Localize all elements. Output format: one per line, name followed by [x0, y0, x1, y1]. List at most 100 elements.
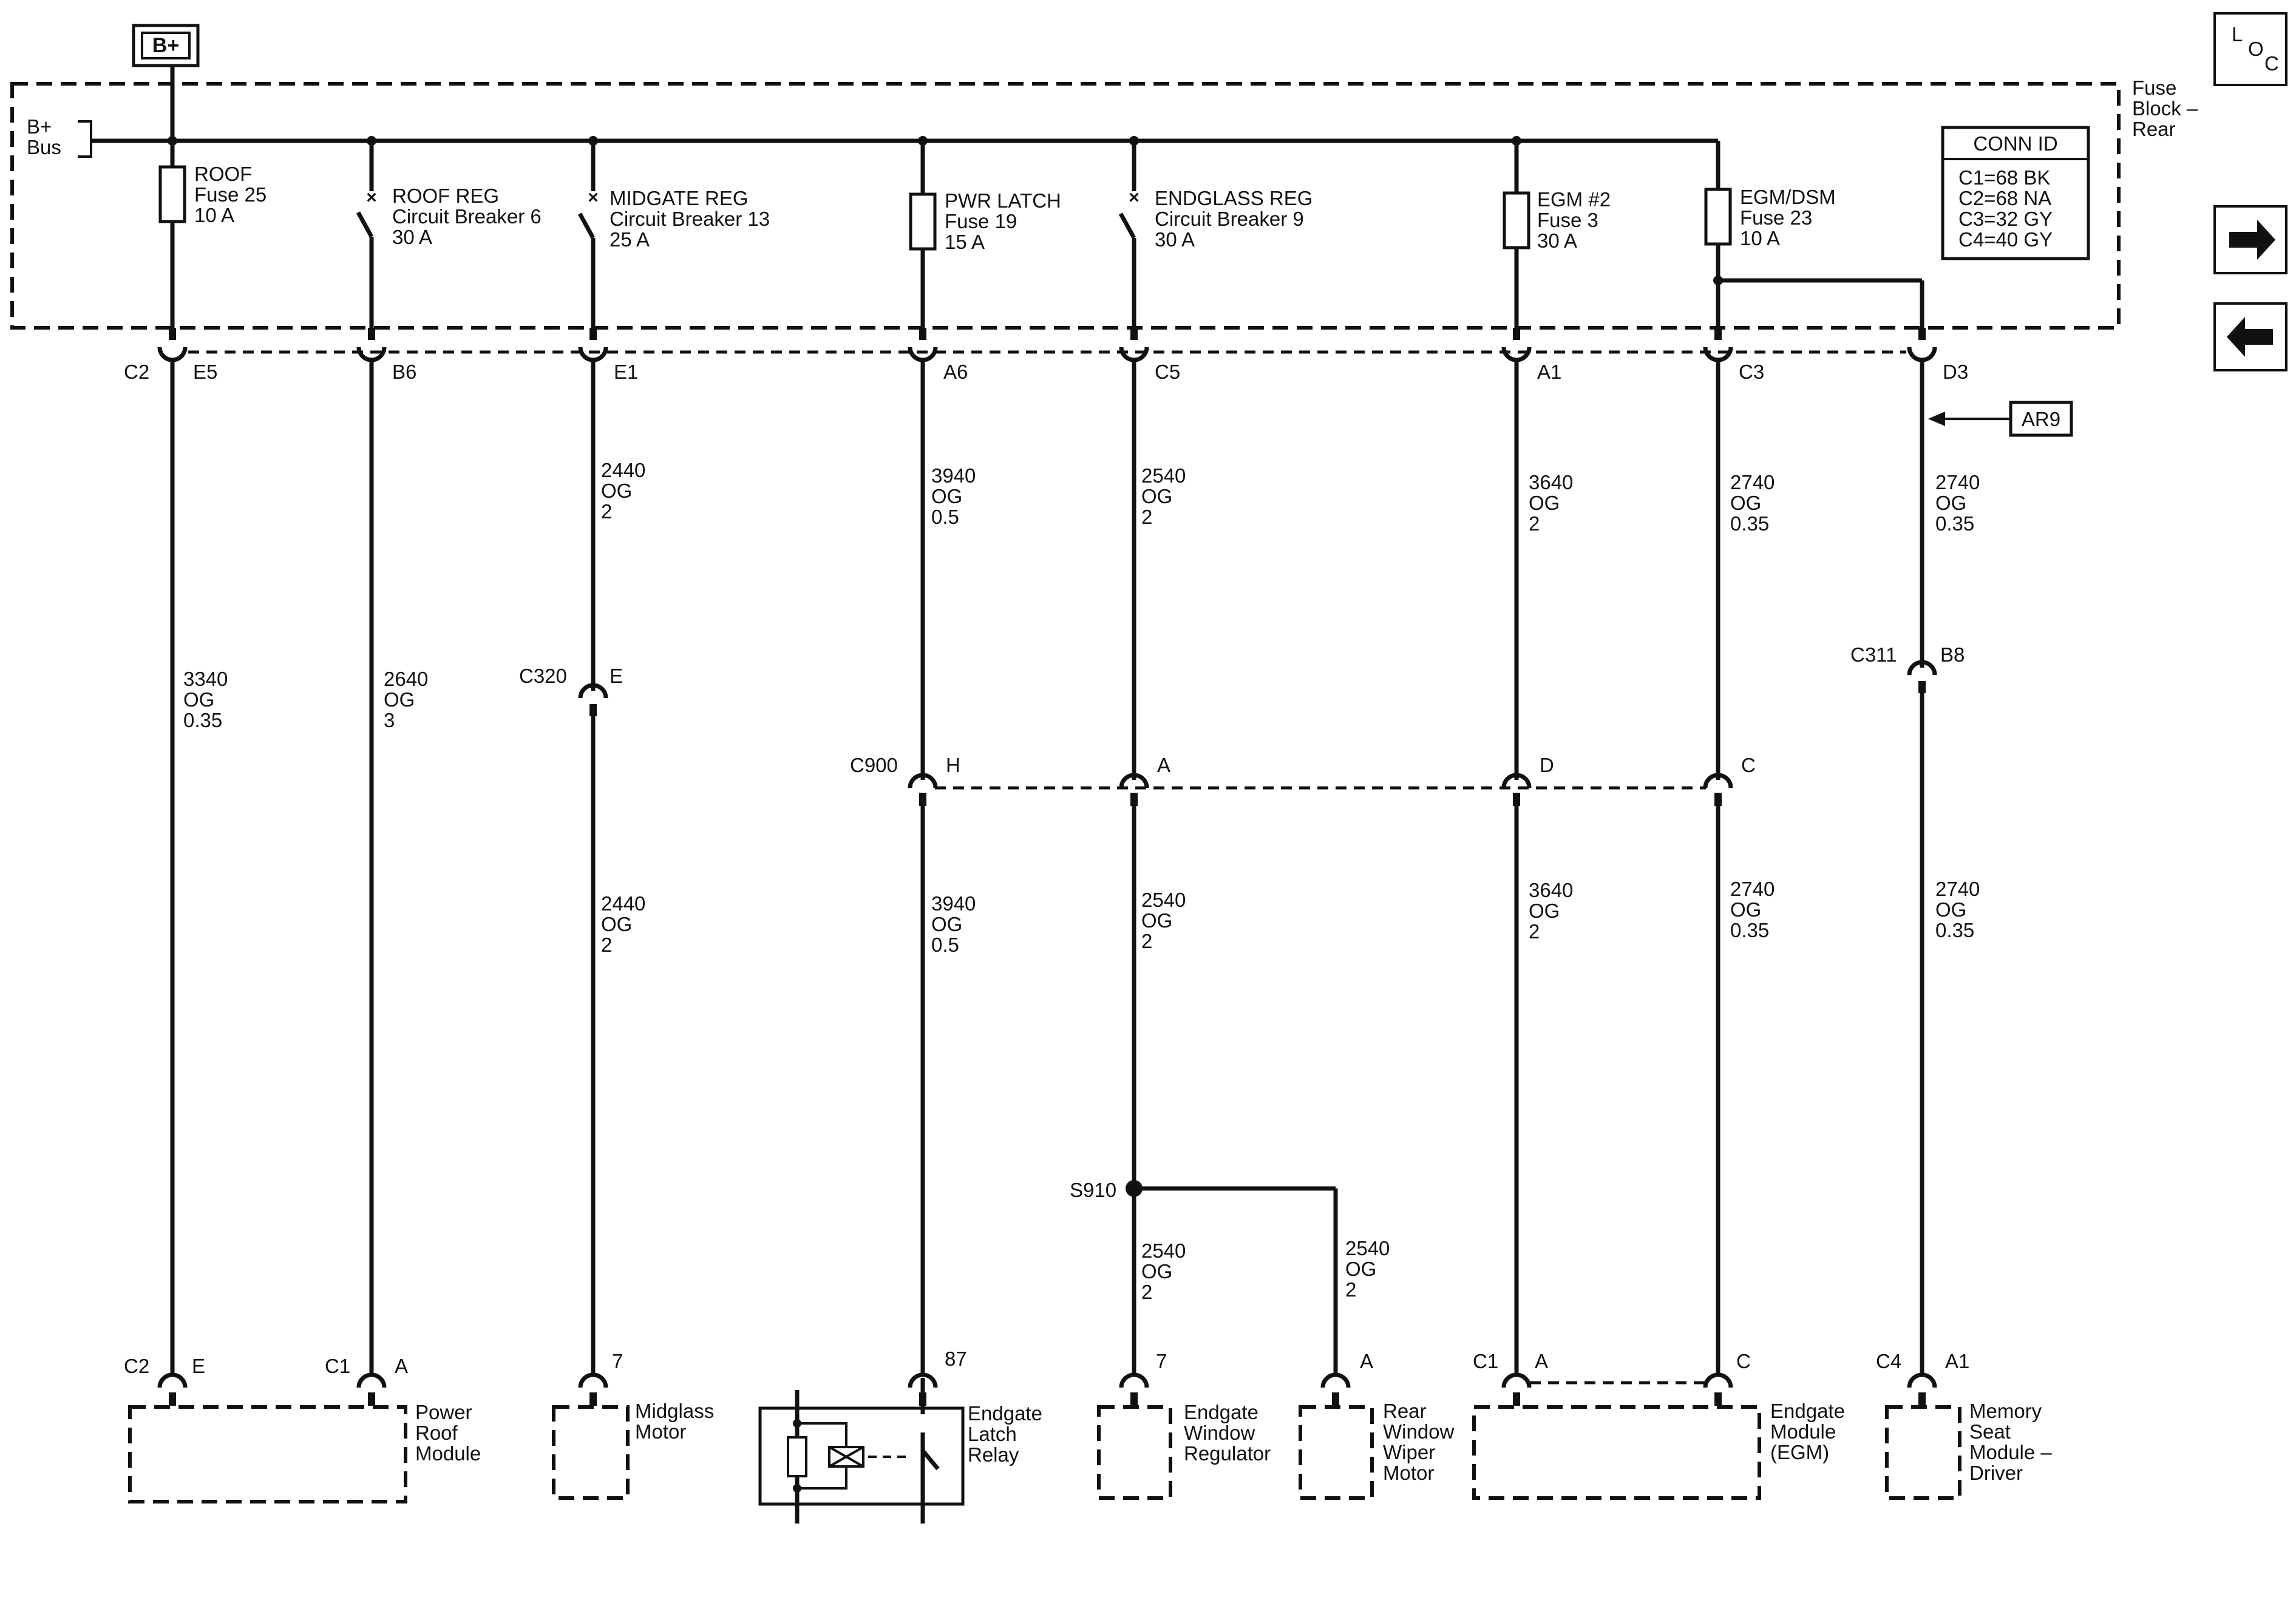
fuse-block-pin-label: B6 — [392, 361, 416, 383]
fuse-block-pin-label: A1 — [1537, 361, 1561, 383]
breaker-roof-reg: × ROOF REG Circuit Breaker 6 30 A — [356, 141, 542, 328]
svg-text:C1: C1 — [1473, 1350, 1498, 1372]
svg-text:2440: 2440 — [601, 892, 645, 915]
svg-text:B8: B8 — [1940, 643, 1965, 666]
svg-text:Latch: Latch — [968, 1423, 1017, 1445]
next-page-button[interactable] — [2213, 205, 2288, 274]
fuse-block-pin-label: E1 — [614, 361, 638, 383]
conn-id-row-1: C1=68 BK — [1958, 166, 2050, 189]
svg-text:ROOF REG: ROOF REG — [392, 185, 499, 207]
svg-text:Circuit Breaker 13: Circuit Breaker 13 — [610, 208, 770, 230]
svg-text:OG: OG — [1345, 1258, 1376, 1280]
svg-text:S910: S910 — [1070, 1179, 1116, 1201]
svg-text:Fuse 3: Fuse 3 — [1537, 209, 1598, 231]
fuse-block-pin-socket — [1907, 347, 1937, 362]
svg-text:×: × — [588, 188, 599, 208]
svg-text:Fuse: Fuse — [2132, 76, 2176, 99]
svg-text:Rear: Rear — [2132, 118, 2176, 140]
svg-text:OG: OG — [601, 913, 632, 935]
svg-text:MIDGATE REG: MIDGATE REG — [610, 187, 749, 209]
svg-text:A1: A1 — [1945, 1350, 1969, 1372]
bus-label: B+ Bus — [27, 115, 92, 158]
svg-text:Midglass: Midglass — [635, 1400, 714, 1422]
svg-text:3940: 3940 — [931, 892, 976, 915]
svg-text:Seat: Seat — [1969, 1420, 2011, 1443]
svg-text:A: A — [1360, 1350, 1373, 1372]
svg-text:×: × — [366, 188, 377, 208]
c900-pin-label: C — [1741, 754, 1756, 776]
rear-window-wiper-motor[interactable]: A Rear Window Wiper Motor — [1299, 1350, 1455, 1500]
midglass-motor[interactable]: 7 Midglass Motor — [552, 1350, 714, 1500]
memory-seat-module-driver[interactable]: C4 A1 Memory Seat Module – Driver — [1876, 1350, 2052, 1500]
svg-text:OG: OG — [601, 480, 632, 502]
breaker-midgate-reg: × MIDGATE REG Circuit Breaker 13 25 A — [577, 141, 770, 328]
svg-text:C2: C2 — [124, 1355, 149, 1377]
svg-text:OG: OG — [1529, 492, 1560, 514]
fuse-pwr-latch: PWR LATCH Fuse 19 15 A — [909, 141, 1061, 328]
svg-text:OG: OG — [384, 688, 415, 711]
previous-page-button[interactable] — [2213, 302, 2288, 371]
svg-text:Window: Window — [1184, 1422, 1255, 1444]
component-pin — [578, 1372, 608, 1406]
svg-text:2: 2 — [601, 934, 612, 956]
svg-text:EGM #2: EGM #2 — [1537, 188, 1611, 211]
svg-text:Endgate: Endgate — [1184, 1401, 1258, 1423]
lower-wires: 2440OG23940OG0.52540OG23640OG22740OG0.35… — [591, 693, 1980, 1373]
svg-text:Power: Power — [415, 1401, 472, 1423]
svg-text:C311: C311 — [1850, 643, 1897, 666]
component-pin — [1320, 1372, 1351, 1406]
svg-text:Fuse 25: Fuse 25 — [194, 183, 267, 206]
svg-text:2640: 2640 — [384, 668, 428, 690]
svg-text:2440: 2440 — [601, 459, 645, 481]
svg-text:3: 3 — [384, 709, 395, 731]
conn-id-row-2: C2=68 NA — [1958, 187, 2051, 209]
svg-text:2: 2 — [601, 500, 612, 523]
ar9-reference[interactable]: AR9 — [1928, 401, 2073, 437]
component-pin — [1501, 1372, 1532, 1406]
conn-id-box: CONN ID C1=68 BK C2=68 NA C3=32 GY C4=40… — [1941, 126, 2090, 260]
svg-text:3940: 3940 — [931, 464, 976, 487]
fuse-block-pin-label: D3 — [1943, 361, 1968, 383]
svg-text:Endgate: Endgate — [968, 1402, 1042, 1425]
svg-text:OG: OG — [1730, 492, 1761, 514]
svg-text:Fuse 19: Fuse 19 — [945, 210, 1017, 232]
endgate-module-egm[interactable]: C1 A C Endgate Module (EGM) — [1472, 1350, 1845, 1500]
svg-text:Fuse 23: Fuse 23 — [1740, 206, 1812, 229]
svg-text:Circuit Breaker 6: Circuit Breaker 6 — [392, 205, 542, 228]
endgate-latch-relay[interactable]: 87 Endgate Latch Relay — [758, 1348, 1042, 1524]
svg-text:Motor: Motor — [1383, 1462, 1434, 1484]
conn-id-row-4: C4=40 GY — [1958, 228, 2053, 251]
component-pin — [1119, 1372, 1149, 1406]
power-roof-module[interactable]: C2 E C1 A Power Roof Module — [124, 1355, 481, 1503]
bplus-label: B+ — [152, 34, 179, 57]
fuse-block-pin-label: A6 — [943, 361, 968, 383]
fuse-block-pin-socket — [1501, 347, 1532, 362]
bplus-terminal: B+ — [132, 24, 200, 67]
svg-text:E: E — [610, 665, 623, 687]
svg-text:2: 2 — [1529, 920, 1540, 943]
svg-text:Endgate: Endgate — [1770, 1400, 1845, 1422]
endgate-window-regulator[interactable]: 7 Endgate Window Regulator — [1097, 1350, 1271, 1500]
conn-id-title: CONN ID — [1973, 132, 2057, 155]
svg-text:Block –: Block – — [2132, 97, 2198, 120]
svg-text:B+: B+ — [27, 115, 52, 138]
svg-text:0.35: 0.35 — [1935, 512, 1974, 535]
svg-text:2: 2 — [1345, 1278, 1356, 1301]
component-pin — [1703, 1372, 1733, 1406]
svg-text:OG: OG — [1730, 898, 1761, 921]
svg-text:Roof: Roof — [415, 1422, 458, 1444]
loc-box[interactable]: L O C — [2213, 12, 2288, 86]
svg-text:2740: 2740 — [1730, 878, 1775, 900]
inline-connector-c311: C311 B8 — [1850, 643, 1965, 693]
svg-text:PWR LATCH: PWR LATCH — [945, 189, 1061, 212]
breaker-endglass-reg: × ENDGLASS REG Circuit Breaker 9 30 A — [1118, 141, 1313, 328]
conn-id-row-3: C3=32 GY — [1958, 208, 2053, 230]
